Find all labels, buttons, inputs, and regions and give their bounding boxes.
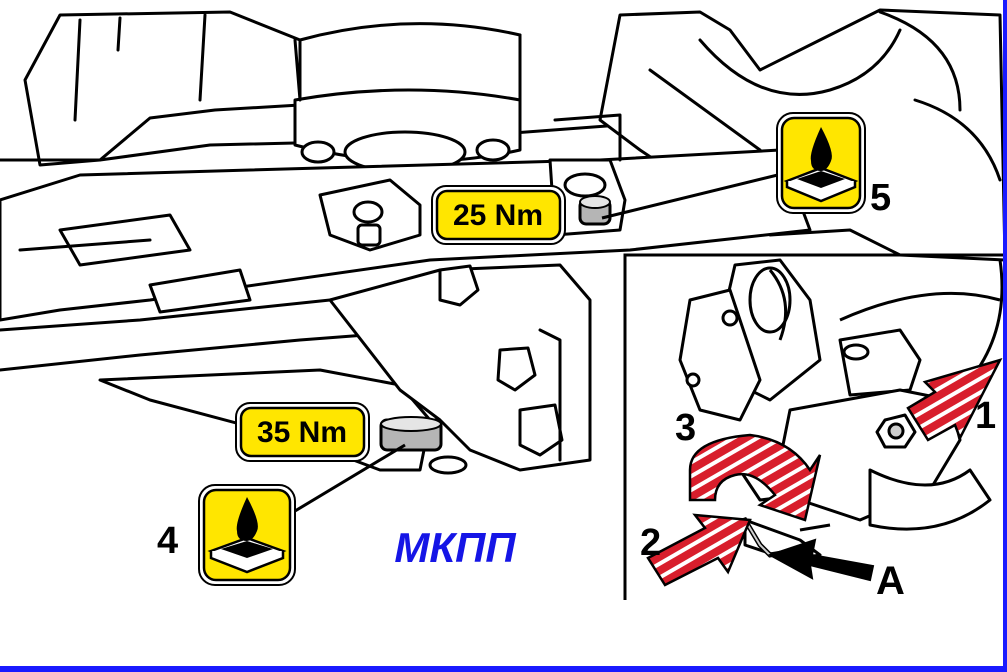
- leader-line-4: [279, 443, 406, 522]
- black-arrow-icon: [767, 538, 875, 582]
- frame-right-border: [1003, 0, 1007, 672]
- drain-plug: [379, 416, 443, 452]
- torque-value-upper: 25 Nm: [453, 199, 543, 232]
- callout-number-5: 5: [870, 177, 891, 219]
- fill-plug: [578, 195, 612, 226]
- callout-number-3: 3: [675, 407, 696, 449]
- oil-drop-icon: [776, 112, 866, 214]
- callout-letter-a: A: [876, 559, 905, 603]
- callout-number-1: 1: [975, 395, 996, 437]
- frame-bottom-border: [0, 666, 1007, 672]
- torque-label-lower: 35 Nm: [235, 402, 370, 462]
- callout-number-2: 2: [640, 522, 661, 564]
- callout-number-4: 4: [157, 520, 178, 562]
- torque-value-lower: 35 Nm: [257, 416, 347, 449]
- oil-drop-icon: [198, 484, 296, 586]
- red-striped-arrow-icon: [646, 513, 752, 587]
- caption-mkpp: МКПП: [394, 524, 516, 571]
- red-striped-arrow-icon: [688, 433, 822, 522]
- torque-label-upper: 25 Nm: [431, 185, 566, 245]
- red-striped-arrow-icon: [906, 357, 1003, 442]
- leader-line-5: [601, 170, 791, 220]
